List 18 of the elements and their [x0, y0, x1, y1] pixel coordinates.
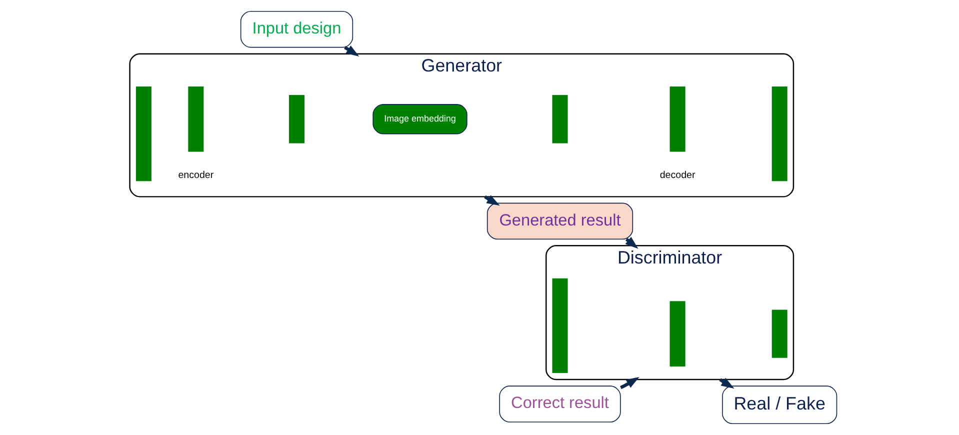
node-bar	[771, 310, 787, 358]
node-box: Image embedding	[372, 104, 467, 134]
node-bar	[288, 95, 304, 144]
node-bar	[552, 278, 568, 373]
node-box: Correct result	[498, 386, 620, 422]
node-box: Real / Fake	[722, 386, 837, 424]
node-bar	[188, 86, 204, 152]
cluster: Discriminator	[545, 245, 794, 380]
node-box: Input design	[240, 10, 353, 48]
node-bar	[771, 86, 787, 182]
label: encoder	[178, 170, 214, 181]
node-box: Generated result	[486, 202, 633, 240]
node-bar	[135, 86, 151, 182]
label: decoder	[659, 170, 695, 181]
arrow	[620, 376, 639, 390]
node-bar	[669, 86, 685, 152]
node-bar	[669, 301, 685, 366]
node-bar	[552, 95, 568, 144]
